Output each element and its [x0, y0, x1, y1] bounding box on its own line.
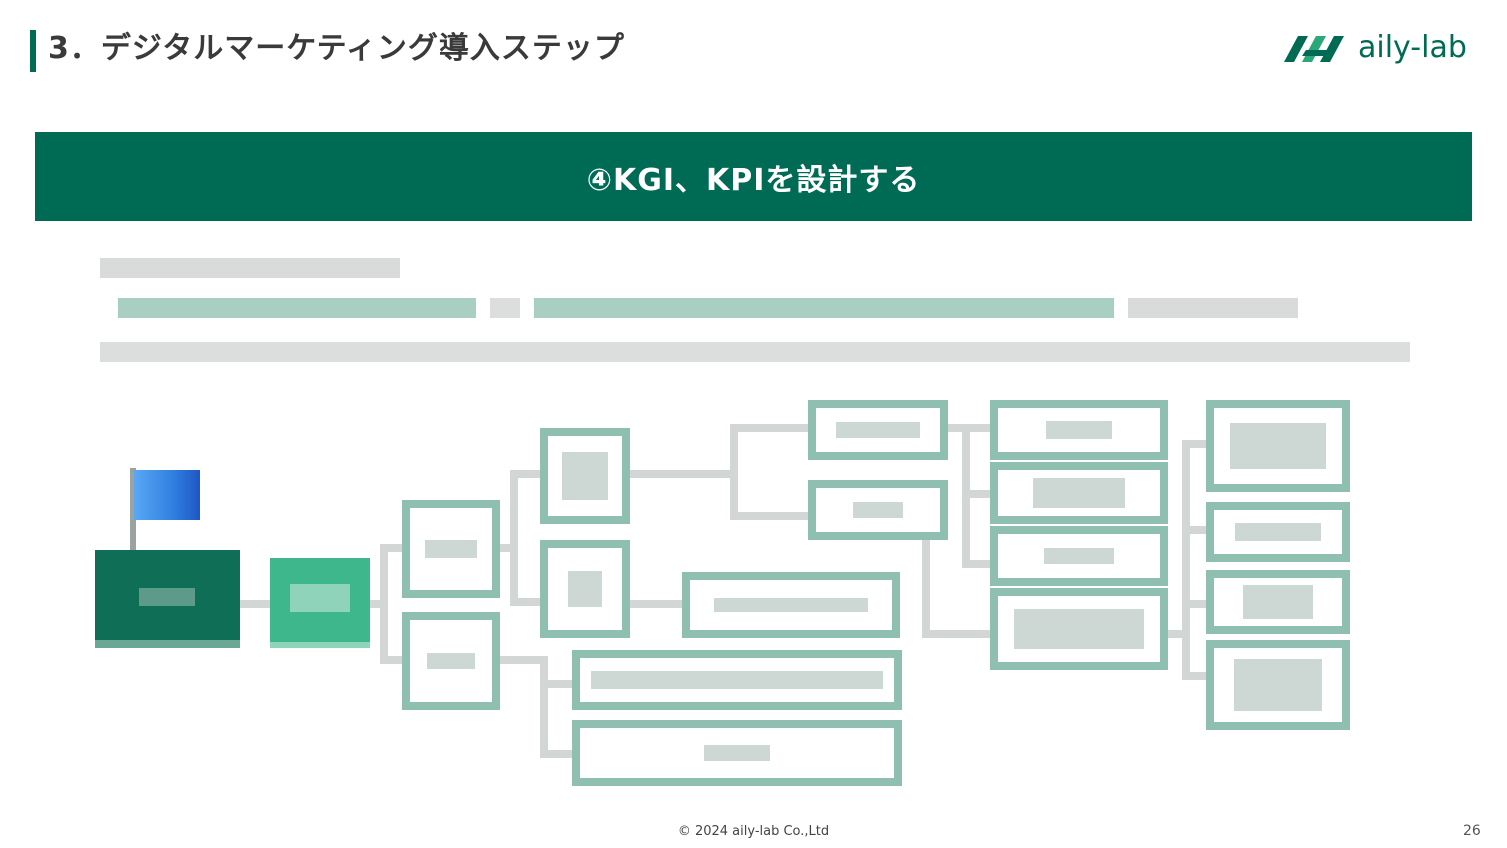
banner-heading: ④KGI、KPIを設計する: [586, 162, 921, 198]
tree-node: [572, 650, 902, 710]
connector-line: [500, 544, 512, 552]
page-title: 3．デジタルマーケティング導入ステップ: [48, 31, 625, 66]
tree-node: [808, 400, 948, 460]
tree-node: [990, 400, 1168, 460]
section-banner: ④KGI、KPIを設計する: [35, 132, 1472, 221]
tree-node: [402, 612, 500, 710]
title-accent-bar: [30, 30, 36, 72]
tree-node: [682, 572, 900, 638]
connector-line: [240, 600, 270, 608]
tree-node: [990, 462, 1168, 524]
connector-line: [962, 560, 992, 568]
tree-node: [1206, 640, 1350, 730]
tree-node: [990, 526, 1168, 586]
connector-line: [1182, 440, 1190, 680]
page-number: 26: [1463, 823, 1481, 839]
kpi-box: [270, 558, 370, 648]
company-logo: aily-lab: [1284, 28, 1467, 68]
connector-line: [380, 656, 402, 664]
tree-node: [572, 720, 902, 786]
connector-line: [628, 600, 684, 608]
connector-line: [510, 598, 540, 606]
connector-line: [730, 424, 738, 520]
connector-line: [370, 600, 382, 608]
tree-node: [402, 500, 500, 598]
connector-line: [500, 656, 546, 664]
connector-line: [922, 630, 992, 638]
connector-line: [380, 544, 402, 552]
flag-icon: [112, 464, 202, 556]
copyright-text: © 2024 aily-lab Co.,Ltd: [677, 824, 830, 839]
logo-text: aily-lab: [1358, 30, 1467, 65]
blurred-text-line: [100, 258, 400, 278]
logo-mark-icon: [1284, 36, 1344, 62]
tree-node: [540, 540, 630, 638]
connector-line: [540, 680, 572, 688]
tree-node: [990, 588, 1168, 670]
connector-line: [540, 750, 572, 758]
connector-line: [628, 470, 738, 478]
connector-line: [730, 512, 810, 520]
connector-line: [1182, 672, 1212, 680]
connector-line: [922, 532, 930, 638]
tree-node: [1206, 570, 1350, 634]
connector-line: [730, 424, 810, 432]
tree-node: [1206, 502, 1350, 562]
kgi-root-box: [95, 550, 240, 648]
connector-line: [510, 470, 518, 606]
connector-line: [1182, 526, 1212, 534]
tree-node: [808, 480, 948, 540]
connector-line: [1182, 440, 1212, 448]
connector-line: [962, 490, 992, 498]
blurred-text-line: [100, 342, 1410, 362]
blurred-text-line: [118, 298, 1298, 318]
tree-node: [540, 428, 630, 524]
connector-line: [510, 470, 540, 478]
tree-node: [1206, 400, 1350, 492]
connector-line: [1182, 600, 1212, 608]
connector-line: [1166, 630, 1190, 638]
connector-line: [540, 656, 548, 756]
connector-line: [380, 544, 388, 664]
